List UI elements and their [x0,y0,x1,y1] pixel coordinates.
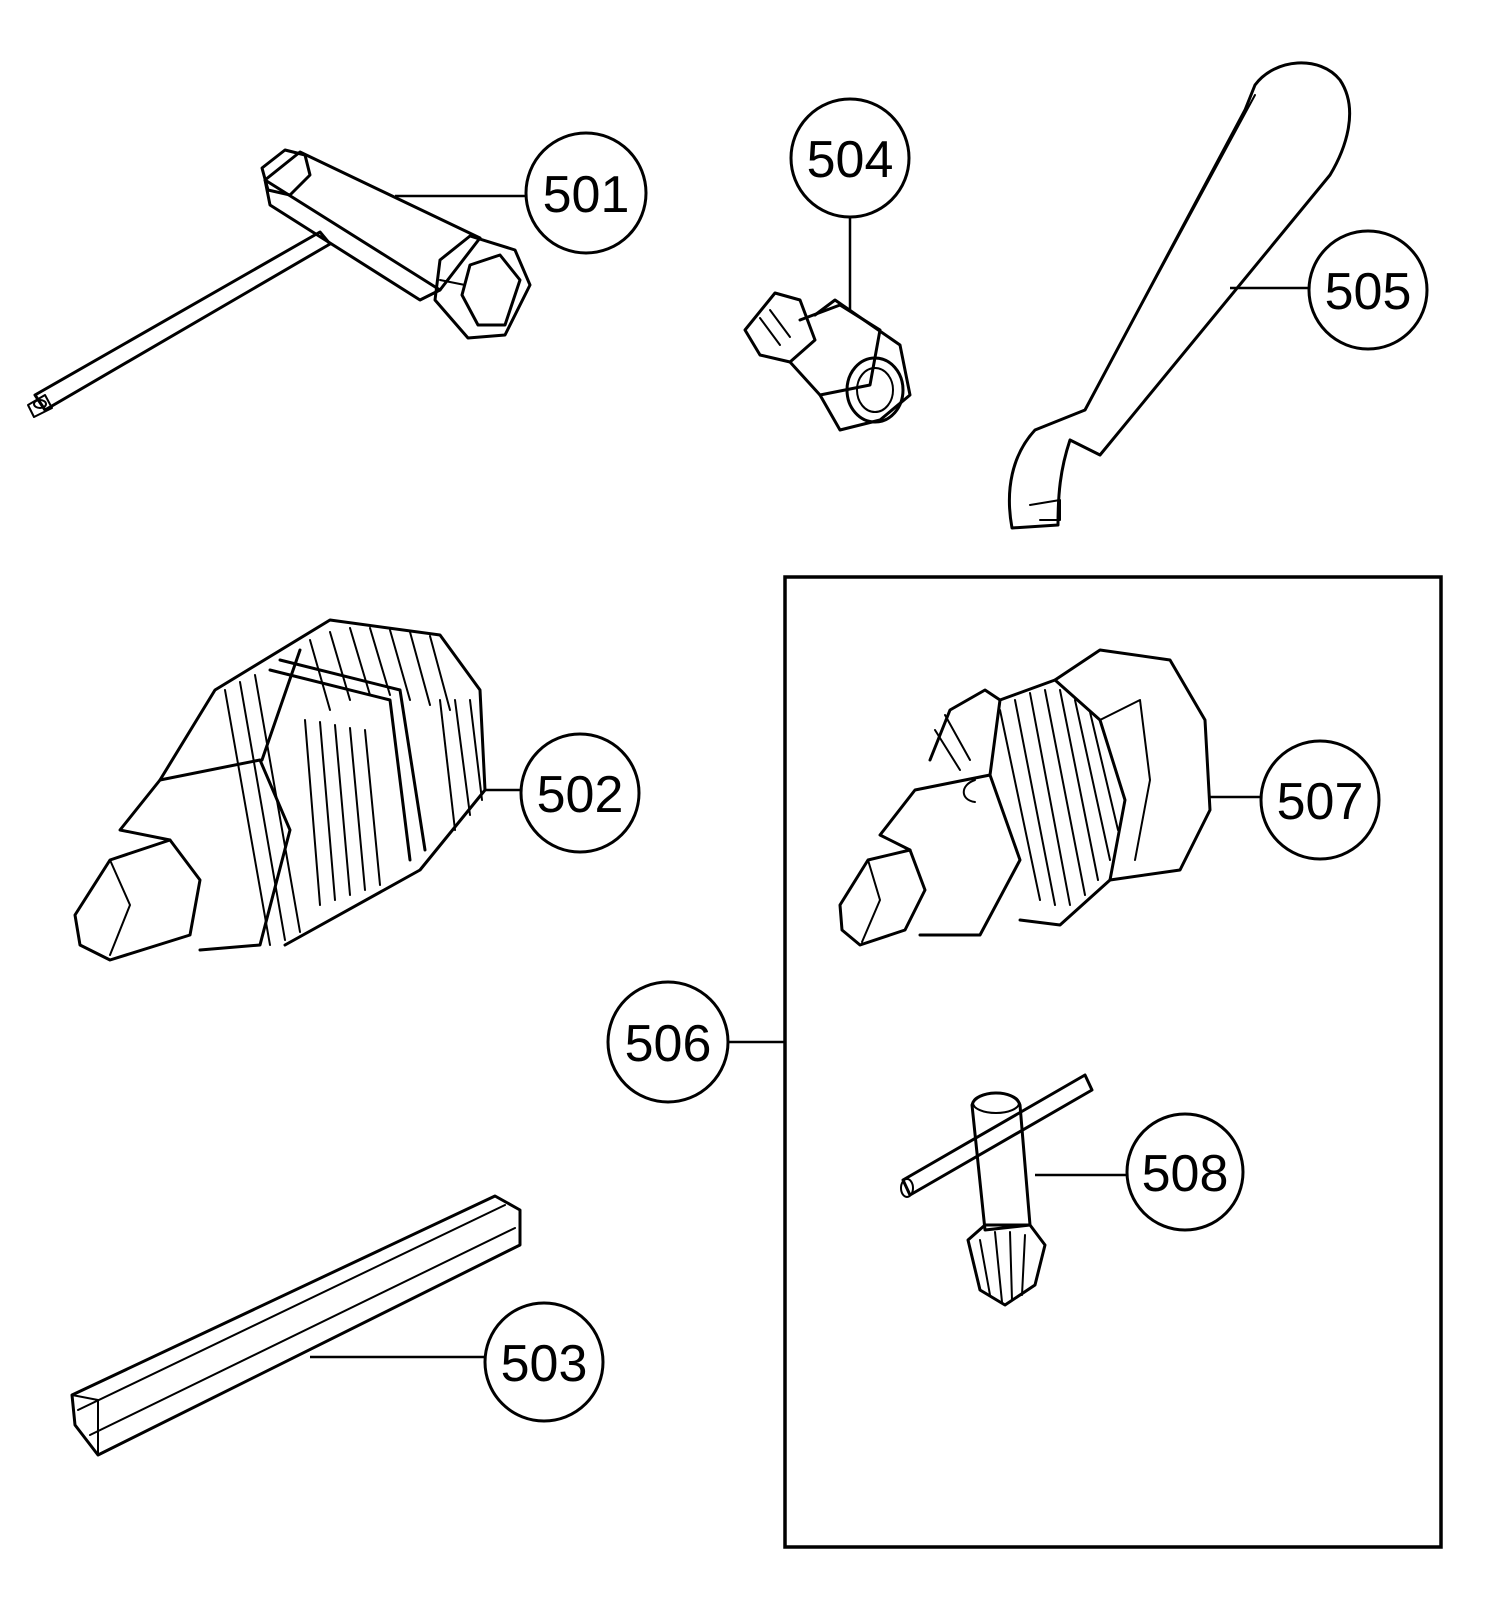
callout-bubble-501 [524,131,648,255]
part-number-502: 502 [537,766,624,824]
callout-bubble-503 [483,1301,605,1423]
part-number-503: 503 [501,1335,588,1393]
callout-bubble-504 [789,97,911,219]
part-number-504: 504 [807,131,894,189]
callout-bubble-502 [519,732,641,854]
callout-bubble-506 [606,980,730,1104]
t-wrench-drawing [27,148,532,418]
part-number-508: 508 [1142,1145,1229,1203]
callout-bubble-505 [1307,229,1429,351]
keyed-chuck-drawing [838,648,1212,947]
part-number-501: 501 [543,166,630,224]
hex-bar-drawing [70,1194,522,1457]
part-number-505: 505 [1325,263,1412,321]
callout-bubble-508 [1125,1112,1245,1232]
spanner-wrench-drawing [1007,61,1352,530]
keyless-chuck-drawing [73,618,487,962]
callout-bubble-507 [1259,739,1381,861]
part-number-506: 506 [625,1015,712,1073]
chuck-key-drawing [900,1073,1094,1307]
kit-frame-506 [783,575,1443,1549]
adapter-drawing [743,291,912,432]
part-number-507: 507 [1277,773,1364,831]
